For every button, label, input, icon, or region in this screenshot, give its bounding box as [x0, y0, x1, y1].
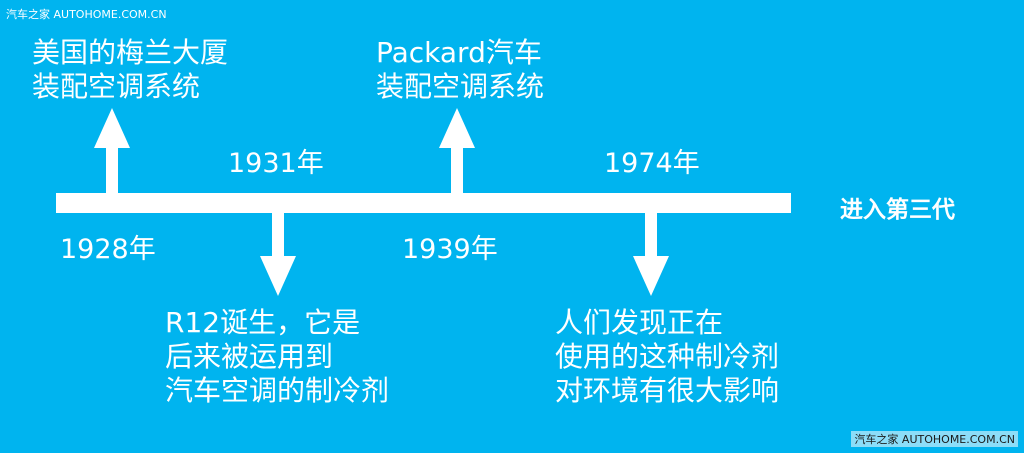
- event-line: 后来被运用到: [165, 340, 334, 373]
- event-1928-description: 美国的梅兰大厦 装配空调系统: [32, 36, 228, 104]
- arrow-up-icon: [94, 108, 130, 198]
- event-1931-description: R12诞生，它是 后来被运用到 汽车空调的制冷剂: [165, 306, 389, 408]
- event-line: 汽车空调的制冷剂: [165, 374, 390, 407]
- watermark-bottom: 汽车之家 AUTOHOME.COM.CN: [851, 431, 1018, 447]
- event-1974-description: 人们发现正在 使用的这种制冷剂 对环境有很大影响: [555, 306, 779, 408]
- event-1939-description: Packard汽车 装配空调系统: [376, 36, 544, 104]
- arrow-down-icon: [260, 210, 296, 296]
- event-line: 装配空调系统: [32, 70, 201, 103]
- event-line: R12诞生，它是: [165, 306, 361, 339]
- timeline-bar: [56, 193, 791, 213]
- year-1974: 1974年: [604, 148, 700, 179]
- event-line: Packard汽车: [376, 36, 542, 69]
- watermark-top: 汽车之家 AUTOHOME.COM.CN: [6, 8, 167, 21]
- timeline-end-label: 进入第三代: [840, 197, 955, 223]
- event-line: 人们发现正在: [555, 306, 724, 339]
- event-line: 使用的这种制冷剂: [555, 340, 780, 373]
- event-line: 对环境有很大影响: [555, 374, 780, 407]
- year-1931: 1931年: [228, 148, 324, 179]
- arrow-up-icon: [439, 108, 475, 198]
- event-line: 美国的梅兰大厦: [32, 36, 229, 69]
- arrow-down-icon: [633, 210, 669, 296]
- year-1928: 1928年: [60, 234, 156, 265]
- year-1939: 1939年: [402, 234, 498, 265]
- event-line: 装配空调系统: [376, 70, 545, 103]
